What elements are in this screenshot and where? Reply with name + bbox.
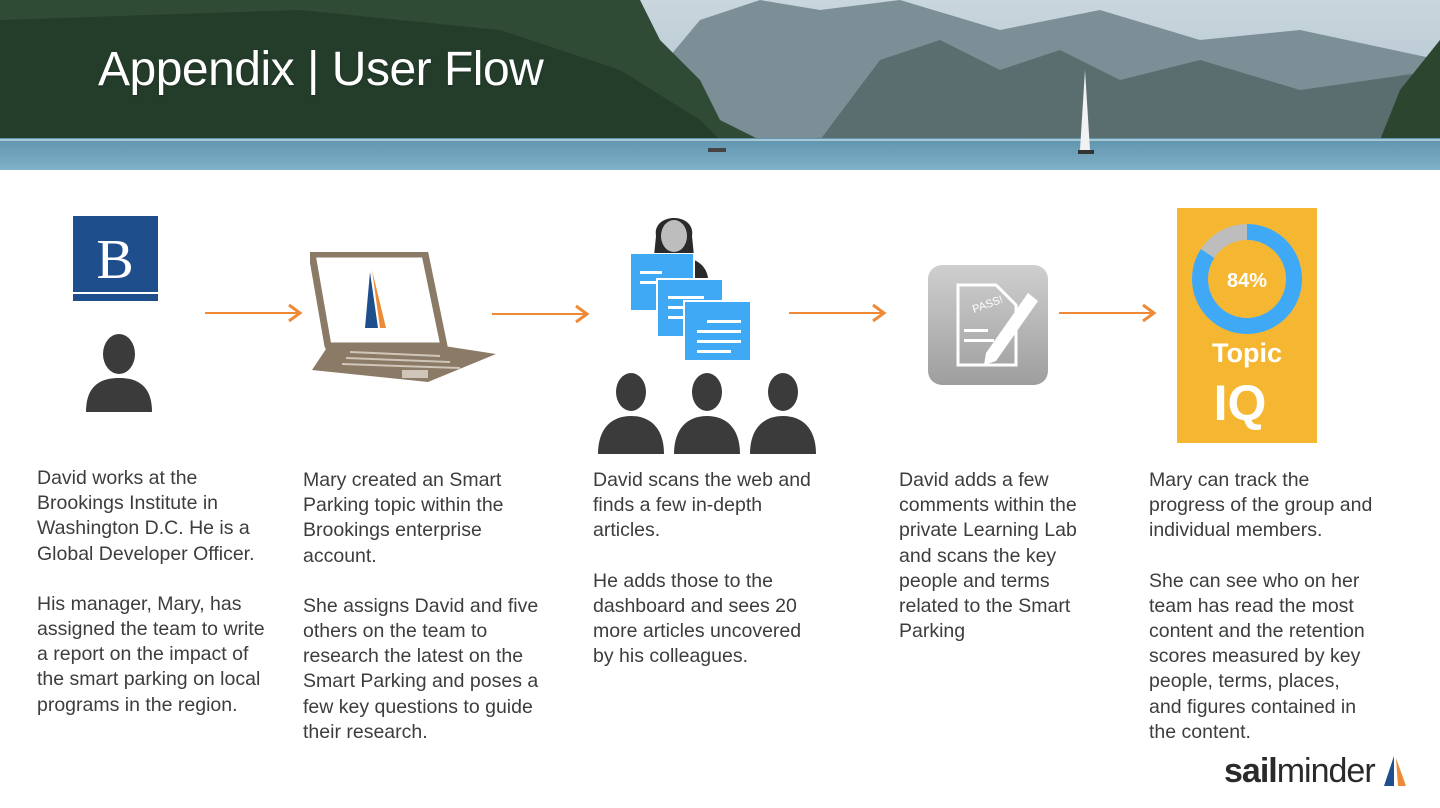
brookings-logo: B	[73, 216, 158, 306]
document-icon	[683, 300, 753, 369]
people-icon	[595, 368, 821, 459]
sail-icon	[1382, 756, 1408, 793]
step-4-paragraph: David adds a few comments within the pri…	[899, 469, 1077, 643]
step-1-paragraph: His manager, Mary, has assigned the team…	[37, 592, 265, 716]
step-2-paragraph: Mary created an Smart Parking topic with…	[303, 469, 504, 567]
step-5-paragraph: She can see who on her team has read the…	[1149, 569, 1365, 743]
header-banner	[0, 0, 1440, 170]
arrow-right-icon	[1059, 303, 1157, 328]
person-icon	[84, 328, 154, 417]
brookings-letter: B	[96, 229, 133, 291]
lake-landscape-image	[0, 0, 1440, 170]
step-5-paragraph: Mary can track the progress of the group…	[1149, 469, 1373, 542]
step-2-paragraph: She assigns David and five others on the…	[303, 594, 539, 743]
topic-iq-card: 84% Topic IQ	[1177, 208, 1317, 443]
topic-iq-donut: 84%	[1192, 224, 1302, 334]
pass-edit-icon: PASS!	[928, 265, 1048, 390]
page-title: Appendix | User Flow	[98, 43, 544, 96]
step-3-paragraph: He adds those to the dashboard and sees …	[593, 569, 802, 668]
arrow-right-icon	[789, 303, 887, 328]
topic-iq-percent: 84%	[1227, 270, 1267, 292]
step-3-text: David scans the web and finds a few in-d…	[593, 468, 833, 694]
iq-label: IQ	[1213, 375, 1267, 431]
arrow-right-icon	[205, 303, 303, 328]
brand-part-1: sail	[1224, 752, 1278, 790]
brand-part-2: minder	[1276, 752, 1376, 790]
arrow-right-icon	[492, 304, 590, 329]
step-2-text: Mary created an Smart Parking topic with…	[303, 468, 558, 770]
step-3-paragraph: David scans the web and finds a few in-d…	[593, 469, 811, 542]
step-1-text: David works at the Brookings Institute i…	[37, 466, 287, 743]
topic-label: Topic	[1212, 338, 1282, 368]
sailminder-logo: sailminder	[1224, 752, 1376, 791]
laptop-icon	[308, 250, 500, 389]
step-1-paragraph: David works at the Brookings Institute i…	[37, 467, 255, 565]
step-4-text: David adds a few comments within the pri…	[899, 468, 1099, 669]
step-5-text: Mary can track the progress of the group…	[1149, 468, 1399, 770]
